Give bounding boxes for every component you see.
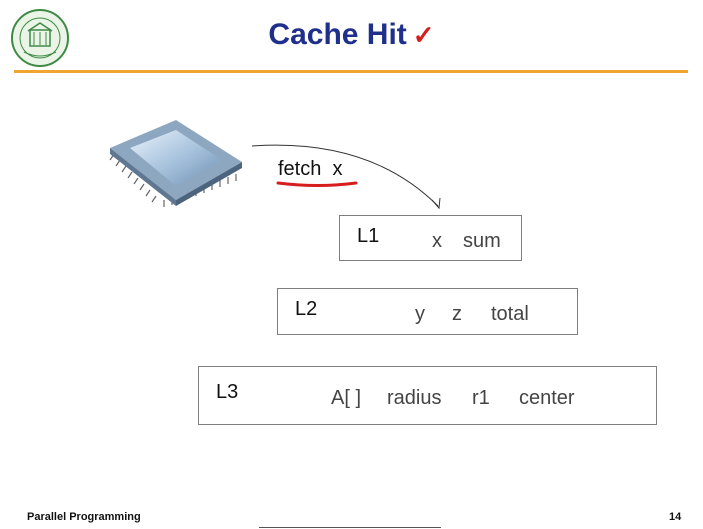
l3-item-r1: r1: [472, 387, 490, 409]
title-divider: [14, 70, 688, 73]
l3-label: L3: [216, 381, 239, 403]
fetch-label: fetch x: [278, 158, 343, 180]
footer-divider: [259, 527, 441, 528]
slide-title-text: Cache Hit: [268, 18, 407, 51]
l1-item-x: x: [432, 230, 442, 252]
cpu-chip-icon: [109, 120, 242, 207]
university-seal-logo: [11, 9, 69, 67]
l1-label: L1: [357, 225, 380, 247]
l2-item-total: total: [491, 303, 529, 325]
footer-course-name: Parallel Programming: [27, 511, 141, 523]
l3-item-center: center: [519, 387, 575, 409]
l1-item-sum: sum: [463, 230, 501, 252]
l2-cache-box: L2 y z total: [277, 288, 578, 335]
page-number: 14: [669, 511, 682, 523]
l3-item-array: A[ ]: [331, 387, 362, 409]
l3-item-radius: radius: [387, 387, 442, 409]
l2-label: L2: [295, 298, 318, 320]
checkmark-icon: ✓: [412, 20, 435, 50]
l2-item-z: z: [452, 303, 462, 325]
l2-item-y: y: [415, 303, 425, 325]
l1-cache-box: L1 x sum: [339, 215, 522, 261]
l3-cache-box: L3 A[ ] radius r1 center: [198, 366, 657, 425]
slide-title: Cache Hit✓: [0, 18, 703, 52]
red-underline: [276, 181, 358, 187]
